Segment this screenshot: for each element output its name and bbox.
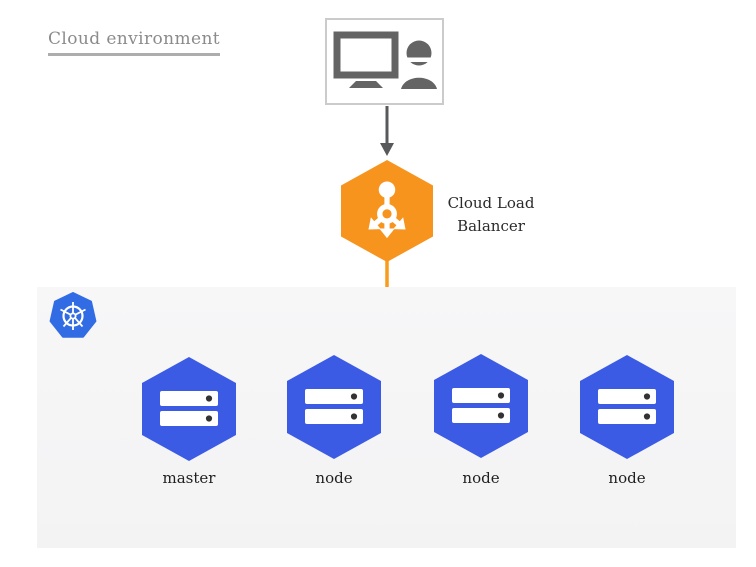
page-title: Cloud environment	[48, 29, 221, 56]
client-to-lb-arrow	[380, 106, 394, 156]
node-hexagon-1	[287, 355, 381, 459]
node-label-master: master	[162, 469, 216, 487]
workstation-user-icon	[333, 31, 437, 89]
monitor-icon	[333, 31, 398, 78]
kubernetes-icon	[49, 292, 97, 338]
helm-wheel	[60, 302, 86, 330]
user-icon	[400, 40, 437, 89]
server-icon	[598, 389, 656, 424]
node-label-1: node	[315, 469, 353, 487]
node-hexagon-master	[142, 357, 236, 461]
load-balancer-label: Cloud Load Balancer	[447, 194, 535, 235]
load-balancer-icon	[368, 181, 406, 239]
server-icon	[305, 389, 363, 424]
node-hexagon-2	[434, 354, 528, 458]
server-icon	[452, 388, 510, 423]
server-icon	[160, 391, 218, 426]
node-hexagon-3	[580, 355, 674, 459]
monitor-stand	[348, 80, 383, 88]
node-label-2: node	[462, 469, 500, 487]
load-balancer-hexagon	[341, 160, 433, 262]
client-workstation-box	[325, 18, 444, 105]
node-label-3: node	[608, 469, 646, 487]
